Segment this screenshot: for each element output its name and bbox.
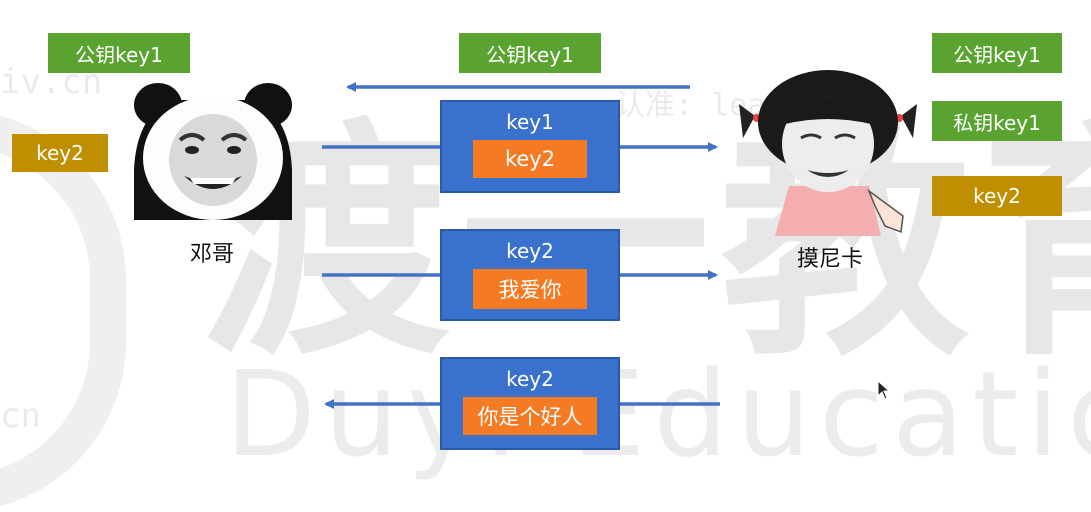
- right-pubkey-label: 公钥key1: [932, 33, 1062, 73]
- right-person-name: 摸尼卡: [797, 247, 864, 272]
- right-privkey-label: 私钥key1: [932, 101, 1062, 141]
- love-message-content: 我爱你: [473, 269, 587, 309]
- left-pubkey-label: 公钥key1: [48, 33, 190, 73]
- left-person-name: 邓哥: [190, 242, 235, 267]
- left-key2-label: key2: [12, 134, 108, 172]
- reply-message-content: 你是个好人: [463, 397, 597, 435]
- love-message-box: key2 我爱你: [440, 229, 620, 321]
- key-exchange-outer-key: key1: [506, 110, 554, 134]
- reply-message-key: key2: [506, 367, 554, 391]
- panda-face-icon: [134, 83, 292, 220]
- girl-face-icon: [739, 70, 917, 236]
- key-exchange-message-box: key1 key2: [440, 100, 620, 193]
- right-key2-label: key2: [932, 176, 1062, 216]
- mouse-cursor-icon: [877, 380, 891, 400]
- reply-message-box: key2 你是个好人: [440, 357, 620, 450]
- love-message-key: key2: [506, 239, 554, 263]
- key-exchange-inner-key: key2: [473, 140, 587, 178]
- pubkey-transfer-label: 公钥key1: [459, 33, 601, 73]
- arrows-layer: [322, 82, 720, 409]
